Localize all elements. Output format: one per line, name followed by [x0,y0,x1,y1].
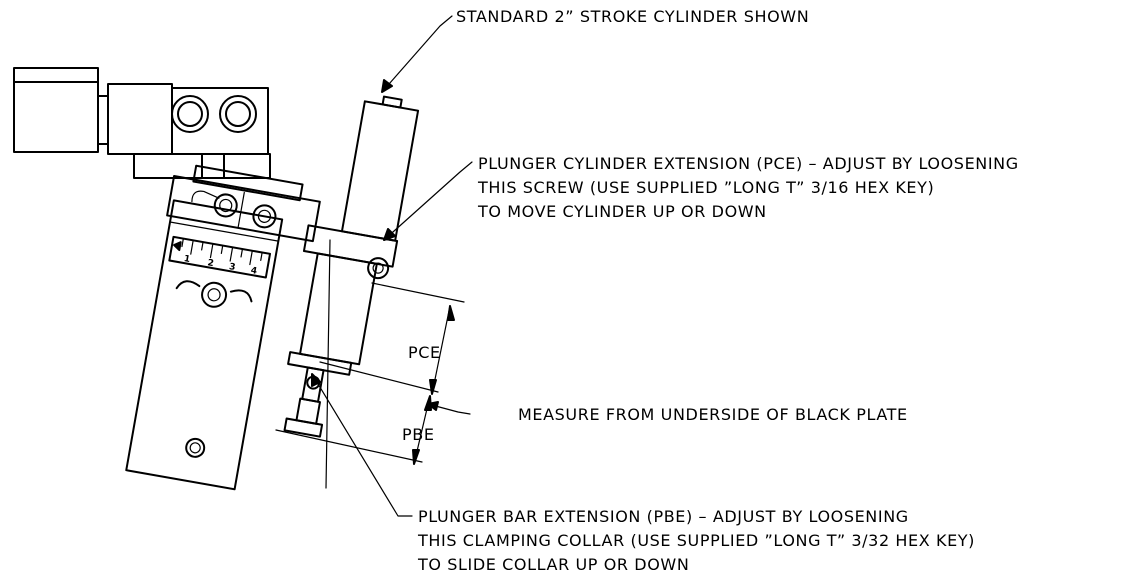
scale-pointer-icon [173,241,182,252]
wing-nut-left-wing [191,190,220,203]
dimension-lines [275,282,465,465]
wing-nut-lower-hub [201,281,228,308]
clamp-screw-1 [213,193,238,218]
plunger-foot [283,417,324,438]
scale-tick [190,239,194,255]
pce-extension-top [371,282,465,303]
wing-nut-lower-hex [207,288,221,302]
motor-assembly [13,67,271,179]
mounting-plate-assembly: 1 2 3 4 [125,164,321,491]
roller-left-outer [171,95,209,133]
pbe-leader-arrow-icon [311,373,321,387]
scale-tick [240,248,244,258]
scale-tick [181,237,184,248]
clamp-divider [237,191,245,229]
roller-right-inner [225,101,251,127]
plate-top-rail [192,164,304,202]
scale-tick-label: 1 [183,254,191,265]
scale-marks [181,237,263,266]
scale-tick-label: 4 [250,266,258,277]
scale-strip [168,235,272,279]
scale-tick [249,250,253,266]
motor-body [13,67,99,153]
wing-nut-lower-left [175,280,201,290]
mounting-plate [125,199,284,491]
pbe-dimension-label: PBE [402,425,435,444]
measure-callout: MEASURE FROM UNDERSIDE OF BLACK PLATE [518,405,908,424]
scale-tick [220,244,224,255]
pbe-callout-line-3: TO SLIDE COLLAR UP OR DOWN [417,555,689,574]
clamp-screw-2-hex [257,209,272,223]
pbe-dim-arrow-bottom-icon [412,449,420,465]
motor-shaft [97,95,109,145]
pce-extension-bottom [319,361,439,393]
plate-edge-line [169,221,279,242]
clamp-screw-2 [252,204,277,229]
scale-tick-label: 3 [228,262,236,273]
pce-dimension-label: PCE [408,343,441,362]
pce-dim-arrow-bottom-icon [429,379,437,395]
pbe-dim-arrow-top-icon [424,395,432,411]
roller-right-outer [219,95,257,133]
pbe-callout-line-1: PLUNGER BAR EXTENSION (PBE) – ADJUST BY … [418,507,909,526]
scale-tick [209,243,214,259]
wing-nut-lower-right [229,289,253,303]
gearbox [107,83,173,155]
pce-callout-line-1: PLUNGER CYLINDER EXTENSION (PCE) – ADJUS… [478,154,1019,173]
plate-clamp-bar [166,175,321,243]
cylinder-callout: STANDARD 2” STROKE CYLINDER SHOWN [456,7,809,26]
cylinder-leader-arrow-icon [381,79,393,93]
pbe-extension-bottom [275,429,423,463]
black-plate [287,351,353,376]
scale-tick [229,246,234,262]
pce-dim-arrow-top-icon [447,305,455,321]
plate-bottom-screw-inner [189,442,201,454]
pce-callout-line-2: THIS SCREW (USE SUPPLIED ”LONG T” 3/16 H… [477,178,934,197]
pce-leader-arrow-icon [383,228,396,241]
plate-bottom-screw [185,437,206,458]
pbe-callout-line-2: THIS CLAMPING COLLAR (USE SUPPLIED ”LONG… [417,531,975,550]
cylinder-lower-body [299,252,378,366]
scale-tick [201,241,204,251]
pce-callout-line-3: TO MOVE CYLINDER UP OR DOWN [477,202,767,221]
scale-tick [260,251,263,261]
scale-tick-label: 2 [207,258,215,269]
pce-leader-line [383,161,473,241]
roller-left-inner [177,101,203,127]
measure-leader-line [427,403,471,415]
clamp-screw-1-hex [219,198,233,213]
pce-adjust-screw-hex [372,262,384,274]
pce-adjust-screw [367,257,390,280]
cylinder-leader-line [381,15,453,93]
cylinder-assembly [283,95,420,438]
pbe-leader-line [311,373,413,517]
